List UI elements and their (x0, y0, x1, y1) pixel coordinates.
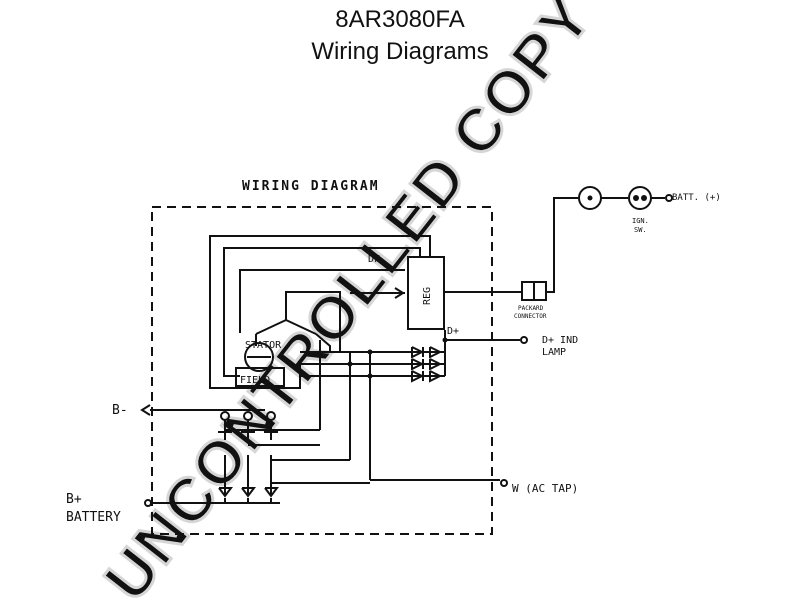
ac-tap-label: W (AC TAP) (512, 482, 578, 495)
field-wire-inner (223, 247, 421, 377)
diagram-heading: WIRING DIAGRAM (242, 179, 380, 194)
d-ind-lamp-label-2: LAMP (542, 347, 566, 358)
stator-lead-c (315, 333, 331, 352)
reg-arrow-icon (394, 287, 405, 299)
stator-label: STATOR (245, 340, 282, 351)
field-wire-outer (209, 235, 431, 389)
field-label: FIELD (240, 375, 270, 386)
df-label: DF (368, 254, 380, 265)
stator-lead-a (285, 291, 341, 352)
dplus-terminal (520, 336, 528, 344)
packard-label-1: PACKARD (518, 305, 544, 312)
b-plus-label: B+ (66, 492, 82, 507)
reg-label: REG (422, 287, 433, 305)
ign-feed-wire (546, 197, 578, 293)
rectifier-bridge (218, 411, 370, 504)
stator-winding-right (285, 319, 317, 335)
ignition-switch-icon (628, 186, 652, 210)
alternator-enclosure (151, 206, 493, 535)
b-minus-label: B- (112, 403, 128, 418)
ac-tap-terminal (500, 479, 508, 487)
packard-label-2: CONNECTOR (514, 313, 547, 320)
b-plus-terminal (144, 499, 152, 507)
d-ind-lamp-label-1: D+ IND (542, 335, 578, 346)
ign-sw-label-2: SW. (634, 226, 647, 234)
dplus-label: D+ (447, 326, 459, 337)
batt-plus-label: BATT. (+) (672, 193, 721, 203)
model-number: 8AR3080FA (335, 6, 465, 33)
page-title: Wiring Diagrams (311, 38, 489, 65)
field-coil-icon (244, 342, 274, 372)
field-box (235, 367, 285, 387)
battery-label: BATTERY (66, 510, 121, 525)
df-wire (239, 269, 405, 333)
b-minus-arrow-icon (140, 404, 151, 416)
batt-terminal (665, 194, 673, 202)
diode-trio (411, 346, 443, 383)
stator-winding-left (255, 319, 287, 335)
ign-sw-label-1: IGN. (632, 217, 649, 225)
